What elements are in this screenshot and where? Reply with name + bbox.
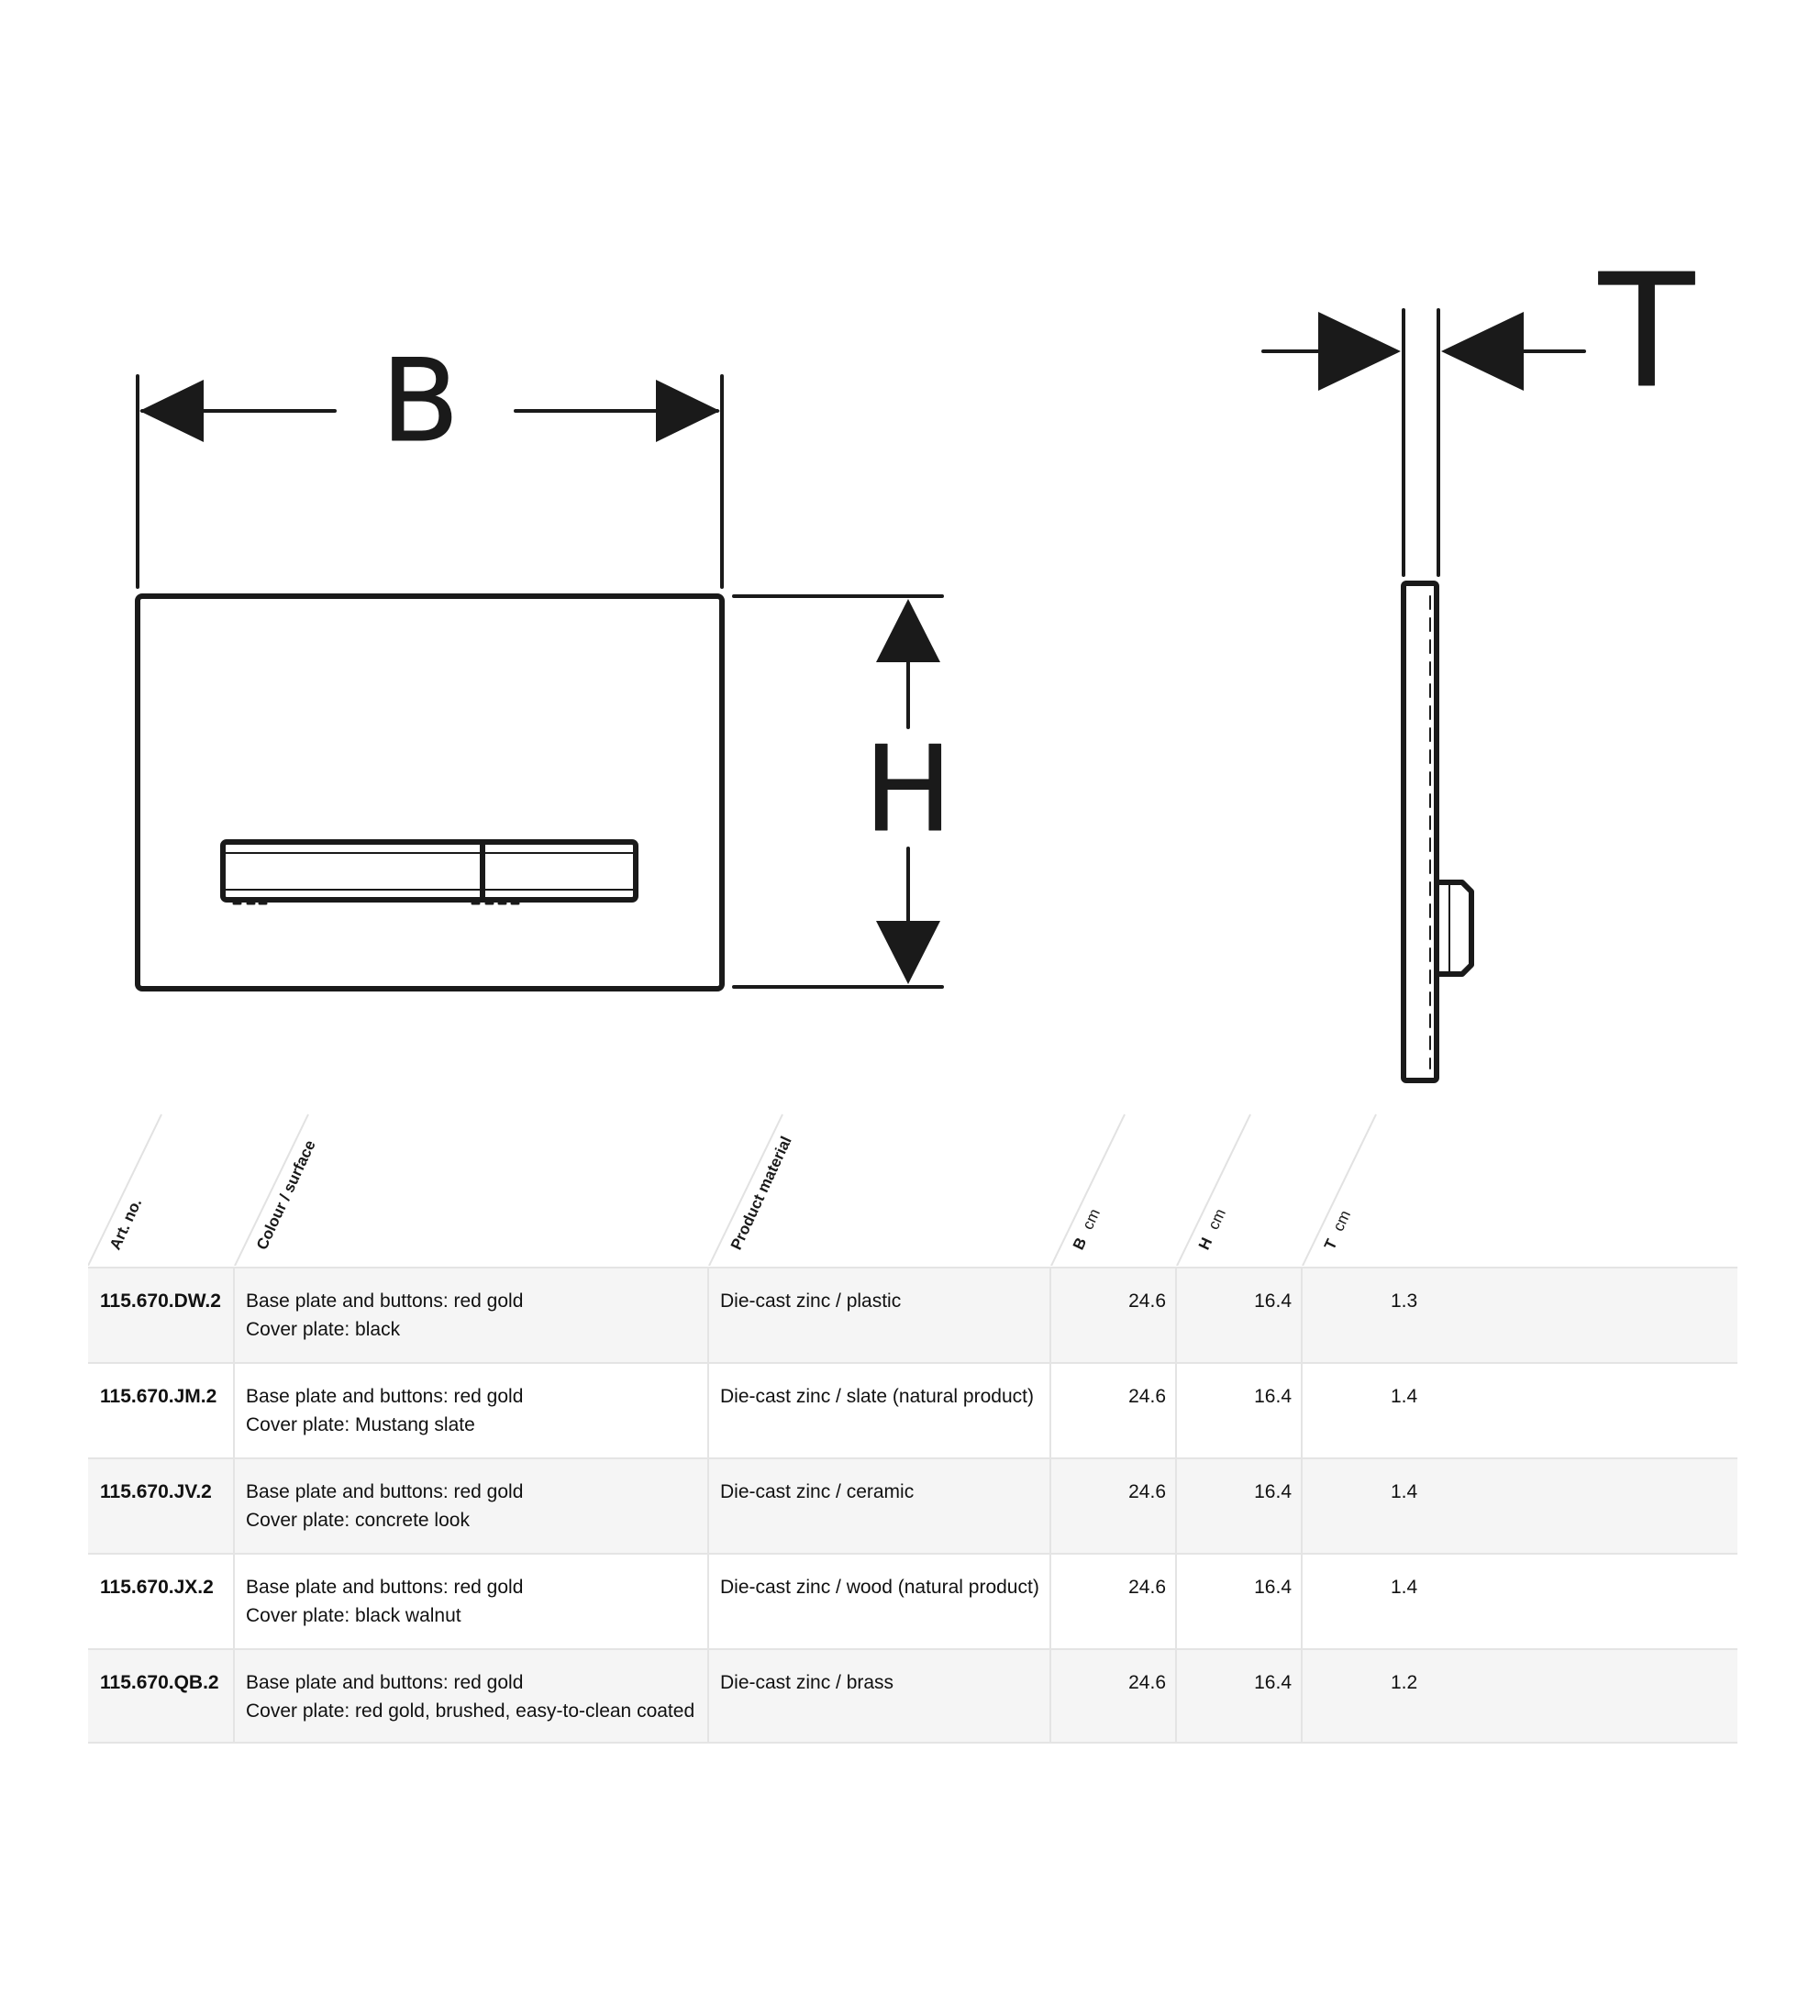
- art-no-cell: 115.670.JV.2: [88, 1459, 235, 1553]
- colour-line: Base plate and buttons: red gold: [246, 1577, 524, 1598]
- thickness-label: T: [1598, 241, 1695, 423]
- spec-table: Art. no. Colour / surface Product materi…: [88, 1110, 1737, 1752]
- material-cell: Die-cast zinc / wood (natural product): [709, 1555, 1051, 1648]
- h-cell: 16.4: [1177, 1650, 1303, 1742]
- table-row: 115.670.JM.2 Base plate and buttons: red…: [88, 1362, 1737, 1457]
- b-cell: 24.6: [1051, 1268, 1177, 1362]
- art-no-cell: 115.670.DW.2: [88, 1268, 235, 1362]
- h-cell: 16.4: [1177, 1364, 1303, 1457]
- colour-surface-cell: Base plate and buttons: red gold Cover p…: [235, 1555, 709, 1648]
- colour-line: Base plate and buttons: red gold: [246, 1386, 524, 1407]
- table-row: 115.670.JV.2 Base plate and buttons: red…: [88, 1457, 1737, 1553]
- flush-buttons: [220, 839, 638, 905]
- width-dimension: [136, 374, 724, 589]
- colour-line: Cover plate: black walnut: [246, 1605, 461, 1626]
- table-row: 115.670.DW.2 Base plate and buttons: red…: [88, 1267, 1737, 1362]
- h-cell: 16.4: [1177, 1268, 1303, 1362]
- t-cell: 1.4: [1391, 1481, 1418, 1502]
- art-no-cell: 115.670.JM.2: [88, 1364, 235, 1457]
- table-row: 115.670.QB.2 Base plate and buttons: red…: [88, 1648, 1737, 1744]
- height-label: H: [864, 722, 952, 858]
- colour-line: Cover plate: Mustang slate: [246, 1414, 475, 1435]
- material-cell: Die-cast zinc / ceramic: [709, 1459, 1051, 1553]
- h-cell: 16.4: [1177, 1459, 1303, 1553]
- colour-surface-cell: Base plate and buttons: red gold Cover p…: [235, 1268, 709, 1362]
- colour-line: Base plate and buttons: red gold: [246, 1672, 524, 1693]
- colour-surface-cell: Base plate and buttons: red gold Cover p…: [235, 1364, 709, 1457]
- header-slant-lines: [88, 1113, 1377, 1266]
- t-cell: 1.4: [1391, 1577, 1418, 1598]
- colour-line: Cover plate: black: [246, 1319, 401, 1340]
- b-cell: 24.6: [1051, 1650, 1177, 1742]
- material-cell: Die-cast zinc / brass: [709, 1650, 1051, 1742]
- h-cell: 16.4: [1177, 1555, 1303, 1648]
- art-no-cell: 115.670.QB.2: [88, 1650, 235, 1742]
- material-cell: Die-cast zinc / plastic: [709, 1268, 1051, 1362]
- t-cell: 1.3: [1391, 1290, 1418, 1312]
- width-label: B: [381, 336, 459, 468]
- colour-line: Base plate and buttons: red gold: [246, 1290, 524, 1312]
- b-cell: 24.6: [1051, 1459, 1177, 1553]
- material-cell: Die-cast zinc / slate (natural product): [709, 1364, 1051, 1457]
- height-dimension: [732, 594, 944, 989]
- thickness-dimension: [1261, 308, 1586, 577]
- table-body: 115.670.DW.2 Base plate and buttons: red…: [88, 1267, 1737, 1744]
- front-plate-outline: [135, 593, 725, 991]
- colour-surface-cell: Base plate and buttons: red gold Cover p…: [235, 1459, 709, 1553]
- colour-surface-cell: Base plate and buttons: red gold Cover p…: [235, 1650, 709, 1742]
- side-plate-profile: [1401, 581, 1474, 1083]
- b-cell: 24.6: [1051, 1364, 1177, 1457]
- t-cell: 1.2: [1391, 1672, 1418, 1693]
- colour-line: Cover plate: concrete look: [246, 1510, 470, 1531]
- t-cell: 1.4: [1391, 1386, 1418, 1407]
- dimension-drawing: B H: [135, 241, 1696, 1083]
- table-row: 115.670.JX.2 Base plate and buttons: red…: [88, 1553, 1737, 1648]
- b-cell: 24.6: [1051, 1555, 1177, 1648]
- art-no-cell: 115.670.JX.2: [88, 1555, 235, 1648]
- colour-line: Base plate and buttons: red gold: [246, 1481, 524, 1502]
- colour-line: Cover plate: red gold, brushed, easy-to-…: [246, 1700, 695, 1722]
